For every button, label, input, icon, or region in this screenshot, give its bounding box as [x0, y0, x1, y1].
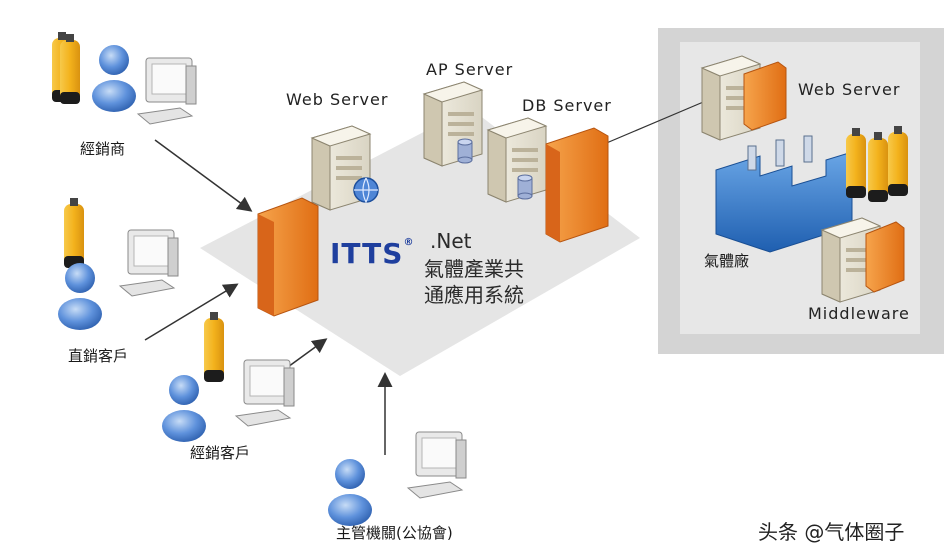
gas-cylinder-icon [60, 34, 80, 104]
firewall-main [257, 197, 319, 317]
ap-server-icon [423, 81, 483, 167]
itts-logo-text: ITTS [330, 237, 404, 270]
platform-title-line2: 通應用系統 [424, 283, 524, 307]
dealer-customer-group [162, 312, 295, 442]
gas-cylinder-icon [846, 128, 866, 198]
dealer-customer-label: 經銷客戶 [190, 444, 251, 462]
remote-web-server-label: Web Server [798, 80, 901, 99]
gas-plant-label: 氣體廠 [704, 252, 750, 270]
distributor-group [52, 32, 197, 125]
middleware-label: Middleware [808, 304, 910, 323]
itts-logo: ITTS® [330, 237, 413, 271]
direct-customer-label: 直銷客戶 [68, 347, 129, 365]
web-server-label: Web Server [286, 90, 389, 109]
person-icon [58, 263, 102, 330]
computer-icon [407, 431, 467, 499]
ap-server-group [423, 81, 483, 167]
remote-web-server-group [701, 55, 787, 141]
platform-tech: .Net [430, 229, 472, 253]
authority-label: 主管機關(公協會) [336, 524, 453, 542]
watermark: 头条 @气体圈子 [758, 520, 905, 544]
computer-icon [137, 57, 197, 125]
db-server-label: DB Server [522, 96, 612, 115]
middleware-group [821, 217, 905, 303]
distributor-label: 經銷商 [80, 140, 126, 158]
computer-icon [119, 229, 179, 297]
firewall-db [545, 127, 609, 243]
database-icon [517, 174, 533, 200]
computer-icon [235, 359, 295, 427]
link-db-to-remote [589, 99, 709, 151]
person-icon [162, 375, 206, 442]
gas-cylinder-icon [64, 198, 84, 268]
db-server-group [487, 117, 547, 203]
registered-mark: ® [403, 237, 415, 248]
authority-group [328, 431, 467, 526]
gas-cylinder-icon [888, 126, 908, 196]
arrow-direct-customer [144, 283, 239, 341]
web-server-group [311, 125, 379, 211]
gas-plant-group [715, 126, 908, 253]
direct-customer-group [58, 198, 179, 330]
gas-cylinder-icon [868, 132, 888, 202]
platform-title-line1: 氣體產業共 [424, 257, 524, 281]
database-icon [457, 138, 473, 164]
gas-cylinder-icon [204, 312, 224, 382]
ap-server-label: AP Server [426, 60, 514, 79]
arrow-distributor [154, 139, 253, 212]
person-icon [328, 459, 372, 526]
db-server-icon [487, 117, 547, 203]
factory-icon [715, 151, 853, 253]
person-icon [92, 45, 136, 112]
